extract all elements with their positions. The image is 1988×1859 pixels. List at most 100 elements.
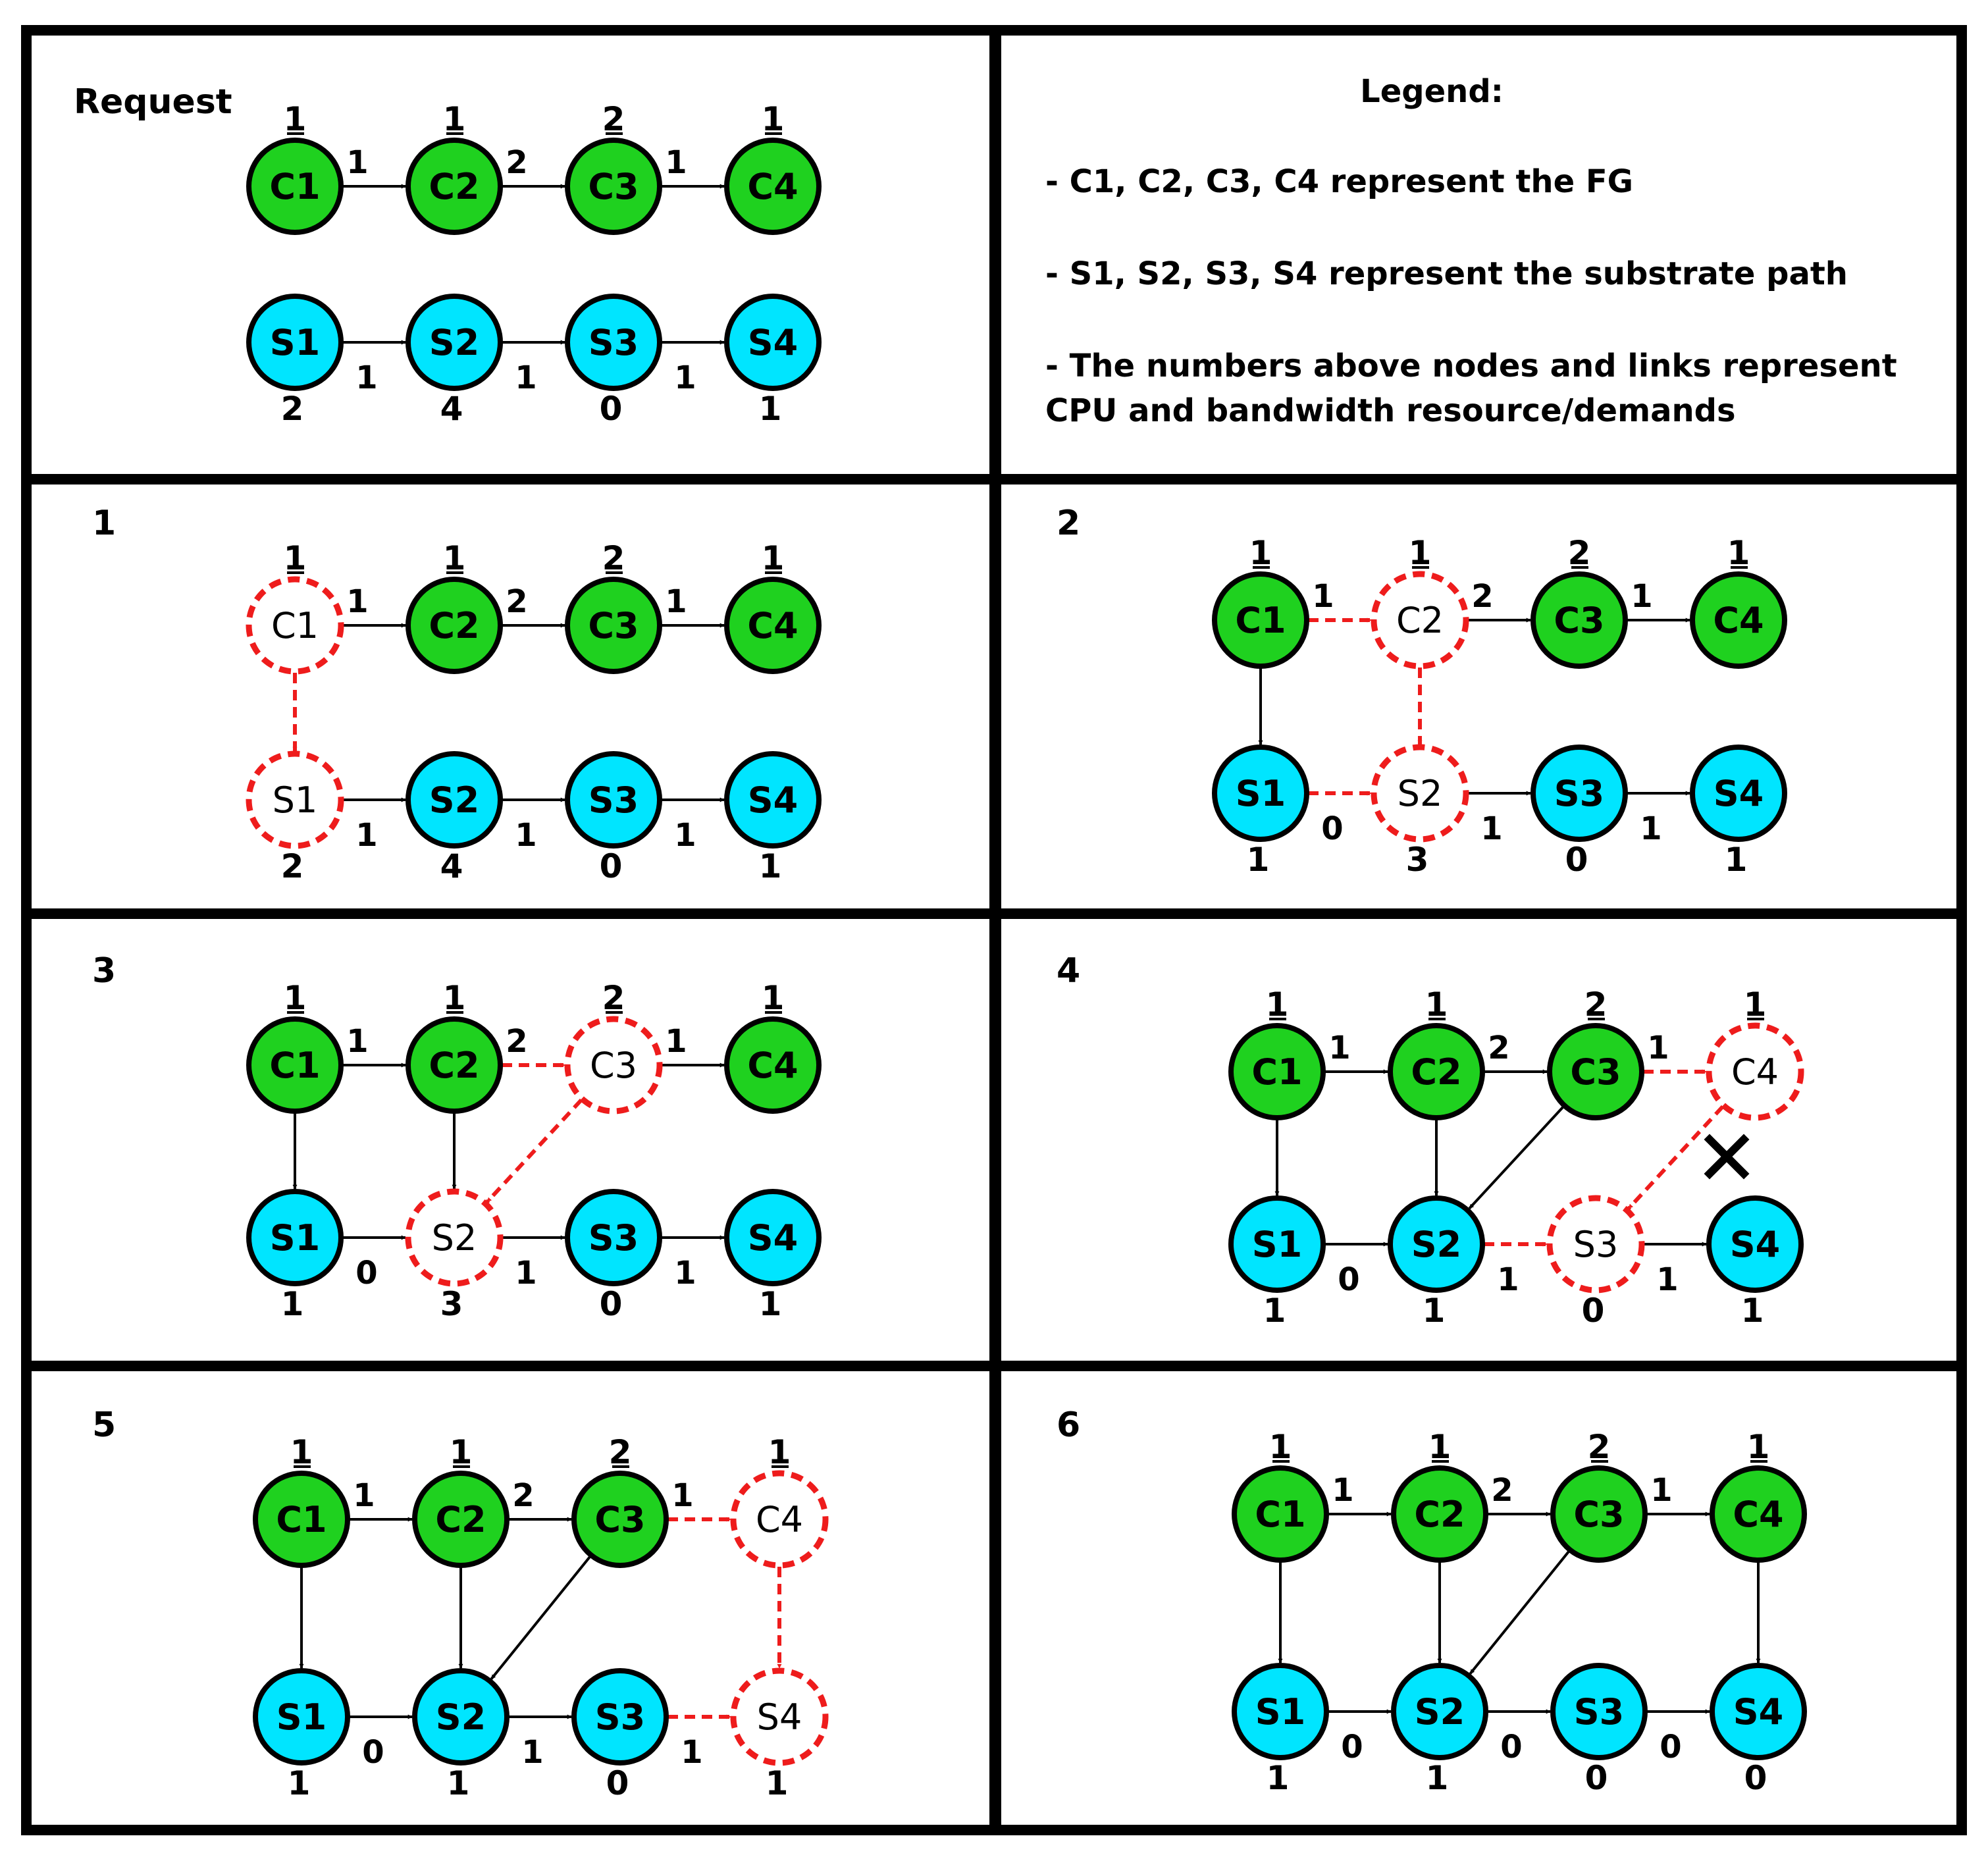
substrate-node-s4-label: S4 — [757, 1696, 802, 1738]
fg-node-c3-circle — [1550, 1465, 1648, 1563]
substrate-node-s4-label: S4 — [1713, 773, 1764, 814]
substrate-node-s1-label: S1 — [273, 779, 318, 821]
fg-node-c4: C4 — [1706, 1022, 1804, 1121]
substrate-node-s3-circle — [565, 751, 662, 849]
fg-node-c3: C3 — [1530, 571, 1628, 669]
fg-link-bandwidth: 1 — [346, 1023, 368, 1060]
fg-node-c2: C2 — [1371, 571, 1469, 669]
fg-link-bandwidth: 2 — [506, 583, 527, 620]
substrate-node-s1-label: S1 — [270, 1217, 320, 1259]
substrate-node-s4-label: S4 — [748, 779, 798, 821]
fg-node-c3: C3 — [1547, 1023, 1644, 1120]
fg-node-cpu: 1 — [1425, 985, 1448, 1024]
fg-node-c2-label: C2 — [429, 1045, 479, 1086]
substrate-node-s4: S4 — [1710, 1663, 1807, 1760]
substrate-node-cpu: 0 — [1582, 1292, 1605, 1330]
fg-node-c1: C1 — [1212, 571, 1309, 669]
fg-node-c1-circle — [1212, 571, 1309, 669]
fg-node-c1: C1 — [246, 576, 344, 675]
substrate-node-s2-circle — [405, 751, 503, 849]
substrate-node-cpu: 4 — [440, 390, 463, 428]
substrate-node-s3-label: S3 — [595, 1696, 645, 1738]
substrate-node-s2-label: S2 — [1415, 1691, 1465, 1733]
fg-link-bandwidth: 2 — [506, 144, 527, 181]
substrate-node-s3-label: S3 — [589, 779, 639, 821]
fg-node-c3-label: C3 — [588, 166, 639, 207]
fg-node-c3: C3 — [571, 1471, 669, 1568]
fg-node-c3-circle — [571, 1471, 669, 1568]
fg-node-c1-circle — [1228, 1023, 1326, 1120]
substrate-node-s3-circle — [1530, 745, 1628, 842]
fg-node-c1-label: C1 — [1235, 600, 1286, 641]
fg-node-c1-label: C1 — [1255, 1494, 1305, 1535]
fg-node-c2-circle — [1371, 571, 1469, 669]
substrate-node-s1-circle — [246, 294, 344, 391]
substrate-node-s4: S4 — [1690, 745, 1787, 842]
fg-node-cpu: 1 — [1266, 985, 1289, 1024]
fg-node-cpu: 1 — [443, 100, 466, 138]
substrate-node-s1-circle — [1212, 745, 1309, 842]
substrate-node-cpu: 1 — [766, 1764, 789, 1802]
fg-node-cpu: 2 — [609, 1433, 632, 1471]
substrate-node-s3-circle — [565, 294, 662, 391]
fg-node-c3-label: C3 — [594, 1499, 645, 1540]
substrate-link-bandwidth: 1 — [515, 1255, 536, 1292]
substrate-node-s2-circle — [405, 1188, 504, 1287]
fg-node-c2: C2 — [405, 1016, 503, 1114]
fg-node-cpu: 1 — [443, 539, 466, 577]
substrate-node-cpu: 1 — [1267, 1759, 1290, 1797]
substrate-node-s1-circle — [1228, 1195, 1326, 1293]
substrate-node-s2-label: S2 — [436, 1696, 486, 1738]
substrate-link-bandwidth: 1 — [1656, 1261, 1678, 1298]
fg-link-bandwidth: 1 — [671, 1477, 693, 1514]
substrate-node-cpu: 4 — [440, 847, 463, 885]
substrate-node-s1-label: S1 — [1252, 1224, 1302, 1265]
fg-node-c1-circle — [253, 1471, 350, 1568]
fg-node-c3: C3 — [565, 577, 662, 674]
fg-node-c3-label: C3 — [588, 605, 639, 646]
substrate-node-s4-label: S4 — [1733, 1691, 1783, 1733]
substrate-link-bandwidth: 1 — [355, 359, 377, 396]
fg-node-cpu: 1 — [1269, 1428, 1292, 1466]
rejected-cross-icon — [1704, 1134, 1750, 1180]
substrate-link-bandwidth: 1 — [1480, 810, 1502, 847]
substrate-node-s1: S1 — [1228, 1195, 1326, 1293]
substrate-node-s1-circle — [246, 1189, 344, 1286]
substrate-link-bandwidth: 1 — [521, 1734, 543, 1771]
legend-line-2: - S1, S2, S3, S4 represent the substrate… — [1045, 255, 1848, 292]
fg-node-cpu: 2 — [602, 979, 625, 1017]
substrate-node-s2-label: S2 — [429, 322, 479, 363]
fg-node-c3-label: C3 — [1573, 1494, 1624, 1535]
substrate-node-s1-circle — [253, 1668, 350, 1766]
substrate-node-s1: S1 — [1232, 1663, 1329, 1760]
fg-link-bandwidth: 1 — [1312, 578, 1334, 615]
fg-node-c1-label: C1 — [269, 1045, 320, 1086]
fg-node-c2-label: C2 — [1411, 1051, 1461, 1093]
fg-link-bandwidth: 1 — [346, 144, 368, 181]
substrate-node-s3-circle — [1550, 1663, 1648, 1760]
fg-node-c4: C4 — [724, 138, 822, 235]
substrate-node-s1-circle — [246, 750, 344, 849]
fg-node-cpu: 1 — [450, 1433, 473, 1471]
fg-node-c3-circle — [564, 1016, 663, 1114]
fg-link-bandwidth: 2 — [1488, 1030, 1509, 1066]
fg-node-c2-label: C2 — [429, 166, 479, 207]
substrate-node-cpu: 1 — [759, 1285, 782, 1323]
fg-node-c1: C1 — [246, 1016, 344, 1114]
fg-node-c2-label: C2 — [429, 605, 479, 646]
substrate-node-s3-circle — [571, 1668, 669, 1766]
fg-node-c3-label: C3 — [1570, 1051, 1621, 1093]
fg-node-c3-circle — [565, 138, 662, 235]
fg-node-c1: C1 — [253, 1471, 350, 1568]
fg-link-bandwidth: 1 — [346, 583, 368, 620]
substrate-node-s4: S4 — [1706, 1195, 1804, 1293]
fg-node-c2-label: C2 — [1414, 1494, 1465, 1535]
substrate-node-s2: S2 — [1371, 744, 1469, 843]
fg-node-cpu: 1 — [443, 979, 466, 1017]
mapping-link-4 — [1627, 1105, 1725, 1210]
fg-node-cpu: 1 — [284, 539, 307, 577]
substrate-node-s4-circle — [1690, 745, 1787, 842]
substrate-node-s4-circle — [724, 751, 822, 849]
substrate-node-s1-label: S1 — [1255, 1691, 1305, 1733]
